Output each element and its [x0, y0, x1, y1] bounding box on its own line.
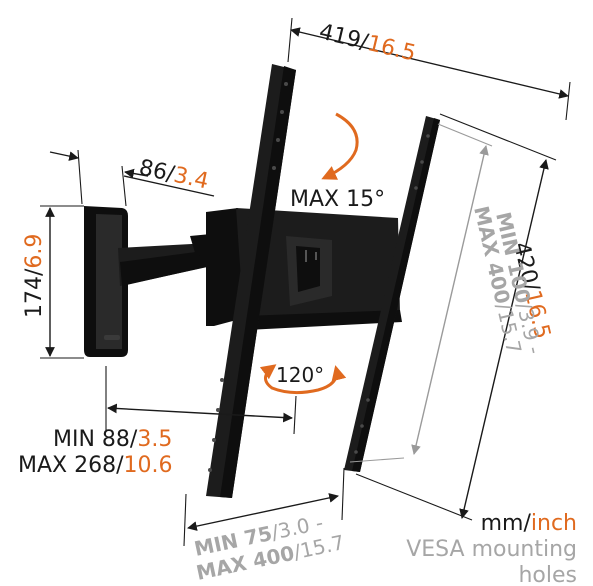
legend-vesa-line2: holes: [518, 563, 577, 586]
dim-wall-depth-label: 86/3.4: [137, 155, 211, 194]
dim-vesa-vertical: MIN 100/3.9 - MAX 400/15.7: [349, 123, 547, 463]
swivel-indicator: 120°: [259, 363, 347, 395]
tilt-indicator: MAX 15°: [290, 112, 385, 212]
swivel-label: 120°: [276, 363, 324, 387]
dim-extension-max: MAX 268/10.6: [18, 453, 173, 478]
dim-vesa-horizontal: MIN 75/3.0 - MAX 400/15.7: [183, 467, 347, 585]
dim-wall-height: 174/6.9: [22, 205, 84, 359]
mount-head: [206, 208, 402, 330]
legend-vesa-line1: VESA mounting: [406, 537, 577, 562]
tilt-label: MAX 15°: [290, 187, 385, 212]
wall-plate: [84, 206, 128, 357]
dim-extension-min: MIN 88/3.5: [53, 427, 172, 452]
dim-top-width-label: 419/16.5: [317, 20, 419, 67]
dim-wall-depth: 86/3.4: [49, 149, 215, 207]
tilt-arrow-icon: [321, 112, 359, 180]
dim-wall-height-label: 174/6.9: [22, 234, 47, 318]
dim-top-width: 419/16.5: [287, 17, 571, 121]
left-vesa-rail: [206, 64, 296, 498]
swivel-arrow-icon: [259, 364, 347, 395]
dim-extension: MIN 88/3.5 MAX 268/10.6: [18, 366, 297, 478]
legend: mm/inch VESA mounting holes: [406, 511, 577, 586]
legend-units: mm/inch: [481, 511, 577, 536]
